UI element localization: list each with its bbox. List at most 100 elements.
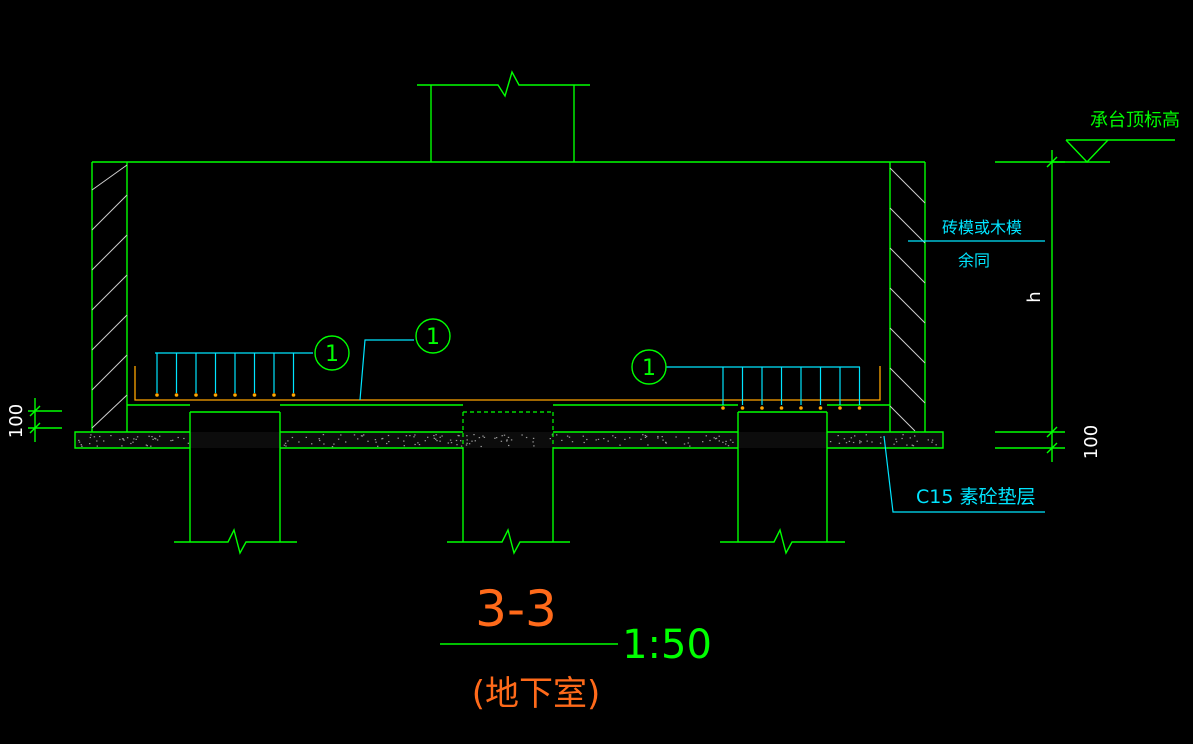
speckle-dot bbox=[298, 441, 300, 443]
callout-circle-a bbox=[314, 335, 350, 371]
speckle-dot bbox=[80, 444, 82, 446]
speckle-dot bbox=[367, 440, 369, 442]
speckle-dot bbox=[156, 439, 159, 441]
speckle-dot bbox=[689, 445, 691, 447]
cap-top-elevation-label: 承台顶标高 bbox=[1090, 110, 1180, 131]
rebar-dot bbox=[740, 406, 745, 410]
speckle-dot bbox=[424, 440, 426, 442]
speckle-dot bbox=[285, 445, 287, 447]
section-id: 3-3 bbox=[475, 580, 557, 638]
speckle-dot bbox=[78, 439, 80, 441]
speckle-dot bbox=[93, 436, 96, 438]
rebar-dot bbox=[799, 406, 803, 410]
speckle-dot bbox=[837, 435, 839, 437]
cushion-speckle bbox=[78, 434, 937, 448]
speckle-dot bbox=[433, 437, 435, 439]
speckle-dot bbox=[466, 435, 468, 437]
speckle-dot bbox=[838, 442, 841, 444]
formwork-note: 砖模或木模 余同 bbox=[908, 218, 1045, 270]
speckle-dot bbox=[909, 437, 911, 439]
speckle-dot bbox=[441, 435, 443, 437]
rebar-dot bbox=[857, 406, 862, 410]
bottom-rebar bbox=[134, 366, 881, 401]
callout-1b: 1 bbox=[426, 325, 440, 350]
speckle-dot bbox=[931, 441, 933, 443]
speckle-dot bbox=[521, 434, 523, 436]
speckle-dot bbox=[187, 442, 190, 444]
section-subtitle: (地下室) bbox=[472, 674, 601, 714]
speckle-dot bbox=[714, 438, 717, 440]
speckle-dot bbox=[866, 440, 868, 442]
speckle-dot bbox=[501, 435, 503, 437]
speckle-dot bbox=[533, 445, 535, 447]
dim-100-left: 100 bbox=[6, 404, 27, 438]
speckle-dot bbox=[912, 445, 915, 447]
speckle-dot bbox=[291, 436, 294, 439]
speckle-dot bbox=[433, 435, 435, 437]
speckle-dot bbox=[319, 439, 321, 442]
speckle-dot bbox=[859, 442, 861, 444]
speckle-dot bbox=[471, 440, 473, 442]
speckle-dot bbox=[447, 442, 449, 444]
pile-left bbox=[174, 411, 297, 555]
speckle-dot bbox=[409, 435, 411, 437]
speckle-dot bbox=[556, 434, 558, 436]
height-symbol: h bbox=[1024, 291, 1045, 302]
speckle-dot bbox=[727, 445, 730, 447]
speckle-dot bbox=[506, 439, 508, 441]
speckle-dot bbox=[880, 436, 882, 438]
speckle-dot bbox=[132, 441, 134, 443]
cap-top-elevation-mark: 承台顶标高 bbox=[1052, 110, 1180, 164]
speckle-dot bbox=[935, 444, 937, 446]
dimension-left-100: 100 bbox=[6, 398, 62, 442]
speckle-dot bbox=[110, 435, 112, 437]
speckle-dot bbox=[135, 438, 137, 440]
speckle-dot bbox=[177, 436, 179, 439]
speckle-dot bbox=[722, 441, 724, 443]
cushion-note: C15 素砼垫层 bbox=[883, 435, 1045, 513]
rebar-dot bbox=[760, 406, 764, 410]
speckle-dot bbox=[480, 445, 482, 448]
speckle-dot bbox=[450, 442, 453, 444]
speckle-dot bbox=[436, 440, 438, 442]
speckle-dot bbox=[154, 437, 156, 439]
speckle-dot bbox=[403, 445, 405, 447]
speckle-dot bbox=[595, 439, 597, 441]
speckle-dot bbox=[718, 440, 720, 442]
speckle-dot bbox=[571, 441, 574, 443]
rebar-dot bbox=[194, 393, 198, 397]
pile-right bbox=[720, 411, 845, 555]
right-formwork-hatch bbox=[889, 167, 926, 432]
speckle-dot bbox=[465, 444, 468, 446]
speckle-dot bbox=[901, 437, 903, 440]
speckle-dot bbox=[725, 443, 727, 445]
speckle-dot bbox=[455, 439, 458, 442]
speckle-dot bbox=[895, 441, 898, 443]
speckle-dot bbox=[170, 440, 172, 442]
speckle-dot bbox=[466, 442, 468, 444]
speckle-dot bbox=[713, 437, 715, 439]
speckle-dot bbox=[705, 435, 707, 437]
speckle-dot bbox=[284, 442, 287, 444]
speckle-dot bbox=[843, 438, 846, 440]
speckle-dot bbox=[662, 439, 664, 441]
speckle-dot bbox=[718, 435, 720, 437]
speckle-dot bbox=[96, 440, 98, 442]
speckle-dot bbox=[150, 445, 152, 447]
speckle-dot bbox=[377, 445, 379, 447]
speckle-dot bbox=[151, 436, 153, 438]
rebar-ticks-right bbox=[721, 367, 862, 410]
speckle-dot bbox=[865, 434, 867, 436]
speckle-dot bbox=[715, 437, 718, 439]
speckle-dot bbox=[829, 441, 832, 443]
speckle-dot bbox=[397, 437, 399, 439]
speckle-dot bbox=[895, 438, 897, 440]
speckle-dot bbox=[311, 443, 313, 445]
rebar-dot bbox=[838, 406, 842, 410]
speckle-dot bbox=[99, 435, 101, 438]
rebar-leader-middle: 1 bbox=[359, 318, 451, 401]
cushion-layer bbox=[74, 431, 944, 449]
speckle-dot bbox=[96, 445, 98, 447]
speckle-dot bbox=[345, 441, 347, 443]
speckle-dot bbox=[387, 434, 390, 437]
